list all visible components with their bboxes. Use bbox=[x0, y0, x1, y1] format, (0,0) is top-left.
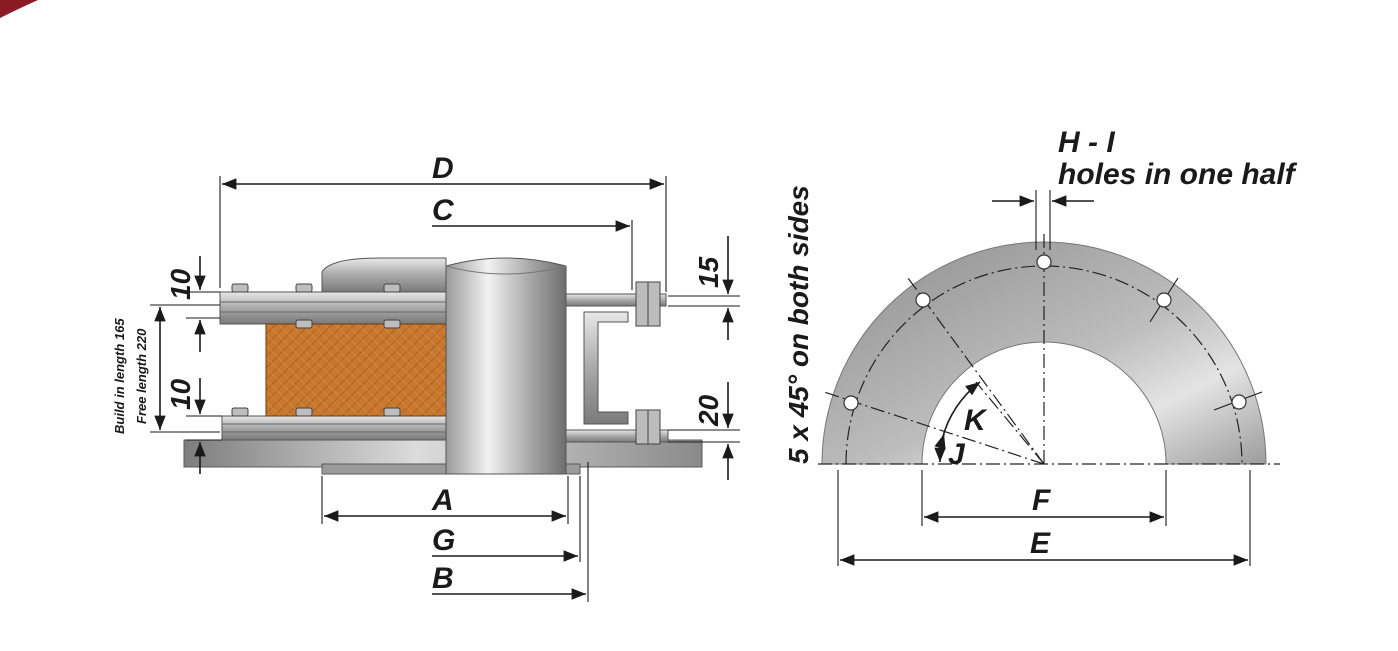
bolt-heads bbox=[231, 283, 401, 417]
label-k: K bbox=[964, 404, 988, 437]
label-c: C bbox=[432, 194, 455, 227]
half-ring bbox=[821, 241, 1267, 465]
label-e: E bbox=[1030, 527, 1051, 560]
label-dim-10-bottom: 10 bbox=[165, 378, 196, 410]
mounting-holes bbox=[843, 254, 1247, 411]
label-build-in-length: Build in length 165 bbox=[112, 318, 127, 434]
label-f: F bbox=[1032, 484, 1051, 517]
rubber-element bbox=[265, 323, 447, 417]
label-d: D bbox=[432, 152, 454, 185]
label-free-length: Free length 220 bbox=[134, 328, 149, 424]
label-j: J bbox=[948, 438, 966, 471]
right-bracket bbox=[583, 311, 629, 425]
angle-arc-j bbox=[934, 433, 946, 463]
label-dim-20: 20 bbox=[693, 394, 724, 427]
label-a: A bbox=[431, 484, 454, 517]
angle-arc-k bbox=[941, 381, 981, 441]
upper-flange bbox=[219, 291, 447, 325]
label-holes-note: holes in one half bbox=[1058, 158, 1298, 191]
side-view: D C A G B 10 10 15 20 Build in length 16… bbox=[112, 152, 740, 602]
upper-cap-dome bbox=[321, 257, 447, 293]
front-view: H - I holes in one half 5 x 45° on both … bbox=[783, 126, 1298, 566]
label-g: G bbox=[432, 524, 455, 557]
label-dim-10-top: 10 bbox=[165, 268, 196, 300]
central-pipe bbox=[445, 257, 567, 475]
label-dim-15: 15 bbox=[693, 256, 724, 288]
lower-flange bbox=[221, 415, 447, 441]
base-plate bbox=[183, 439, 703, 468]
brand-corner-mark bbox=[0, 0, 38, 18]
label-h-i: H - I bbox=[1058, 126, 1115, 159]
label-chamfer-note: 5 x 45° on both sides bbox=[783, 185, 814, 464]
label-b: B bbox=[432, 562, 454, 595]
